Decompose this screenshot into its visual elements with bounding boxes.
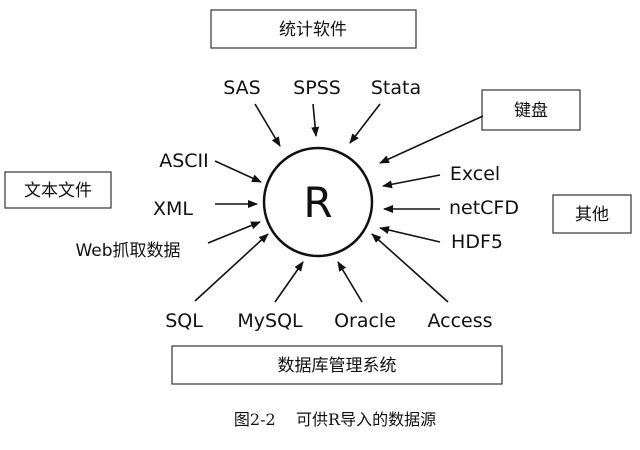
r-circle xyxy=(262,146,374,258)
text-file-box: 文本文件 xyxy=(4,171,112,209)
database-box: 数据库管理系统 xyxy=(171,345,503,385)
source-xml: XML xyxy=(153,198,193,220)
database-label: 数据库管理系统 xyxy=(278,356,397,376)
arrow-ascii xyxy=(214,160,262,183)
source-hdf5: HDF5 xyxy=(451,231,503,253)
source-web: Web抓取数据 xyxy=(75,241,180,261)
other-box: 其他 xyxy=(552,194,632,234)
source-oracle: Oracle xyxy=(334,310,396,332)
arrow-access xyxy=(371,233,449,303)
keyboard-box: 键盘 xyxy=(481,89,581,131)
arrow-mysql xyxy=(274,261,304,303)
arrow-spss xyxy=(311,103,320,137)
arrow-oracle xyxy=(337,261,363,303)
source-spss: SPSS xyxy=(293,77,341,99)
source-mysql: MySQL xyxy=(237,310,303,332)
source-netcfd: netCFD xyxy=(449,197,519,219)
arrow-excel xyxy=(382,174,441,189)
other-label: 其他 xyxy=(575,205,609,225)
r-label: R xyxy=(303,178,332,227)
keyboard-label: 键盘 xyxy=(514,101,548,121)
arrow-sas xyxy=(254,103,281,147)
arrow-web xyxy=(207,221,261,244)
arrow-sql xyxy=(194,233,269,302)
source-access: Access xyxy=(427,310,492,332)
figure-caption: 图2-2 可供R导入的数据源 xyxy=(234,410,436,429)
source-stata: Stata xyxy=(371,77,421,99)
stats-software-box: 统计软件 xyxy=(210,9,417,49)
source-excel: Excel xyxy=(450,163,500,185)
stats-software-label: 统计软件 xyxy=(279,20,347,40)
arrow-keyboard xyxy=(379,115,484,164)
arrow-stata xyxy=(349,103,381,144)
text-file-label: 文本文件 xyxy=(24,181,92,201)
source-ascii: ASCII xyxy=(159,150,209,172)
source-sas: SAS xyxy=(223,77,260,99)
source-sql: SQL xyxy=(165,310,203,332)
arrow-hdf5 xyxy=(379,226,441,243)
